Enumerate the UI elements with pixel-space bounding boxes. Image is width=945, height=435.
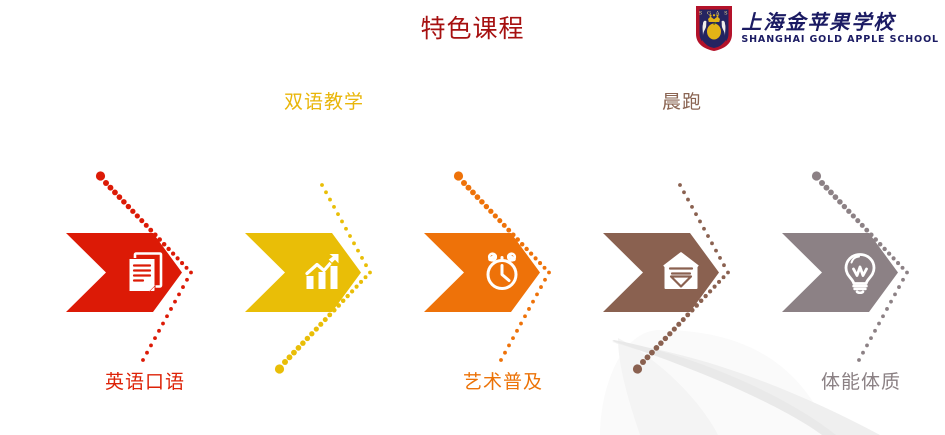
lightbulb-icon	[844, 253, 876, 295]
brand-name-en: SHANGHAI GOLD APPLE SCHOOL	[741, 34, 939, 45]
page-title: 特色课程	[420, 14, 525, 43]
chevron-shape-physical-fitness	[782, 171, 909, 362]
chevron-body	[603, 233, 719, 312]
open-envelope-icon	[663, 252, 699, 290]
chevron-step-bilingual-teaching[interactable]	[224, 170, 424, 374]
growth-chart-icon	[305, 253, 340, 290]
alarm-clock-icon	[486, 252, 518, 290]
chevron-step-physical-fitness[interactable]	[761, 170, 945, 370]
svg-text:S G A S: S G A S	[699, 11, 729, 17]
dotted-connector-bilingual-teaching	[274, 183, 372, 374]
chevron-shape-morning-run	[603, 183, 730, 374]
chevron-shape-english-speaking	[66, 171, 193, 362]
brand-text-block: 上海金苹果学校 SHANGHAI GOLD APPLE SCHOOL	[741, 11, 939, 45]
chevron-label-morning-run: 晨跑	[661, 91, 702, 113]
chevron-step-english-speaking[interactable]	[45, 170, 245, 370]
dotted-connector-art-popularization	[453, 171, 551, 362]
brand-logo: S G A S 上海金苹果学校 SHANGHAI GOLD APPLE SCHO…	[694, 4, 939, 52]
chevron-label-english-speaking: 英语口语	[104, 371, 185, 393]
document-stack-icon	[128, 252, 163, 292]
chevron-body	[782, 233, 898, 312]
chevron-step-morning-run[interactable]	[582, 170, 782, 374]
chevron-shape-art-popularization	[424, 171, 551, 362]
school-crest-icon: S G A S	[696, 6, 733, 51]
chevron-label-physical-fitness: 体能体质	[820, 371, 901, 393]
chevron-label-art-popularization: 艺术普及	[462, 371, 543, 393]
dotted-connector-english-speaking	[95, 171, 193, 362]
brand-name-cn: 上海金苹果学校	[741, 10, 896, 34]
chevron-label-bilingual-teaching: 双语教学	[283, 91, 364, 113]
chevron-step-art-popularization[interactable]	[403, 170, 603, 370]
dotted-connector-physical-fitness	[811, 171, 909, 362]
dotted-connector-morning-run	[632, 183, 730, 374]
chevron-shape-bilingual-teaching	[245, 183, 372, 374]
chevron-body	[245, 233, 361, 312]
